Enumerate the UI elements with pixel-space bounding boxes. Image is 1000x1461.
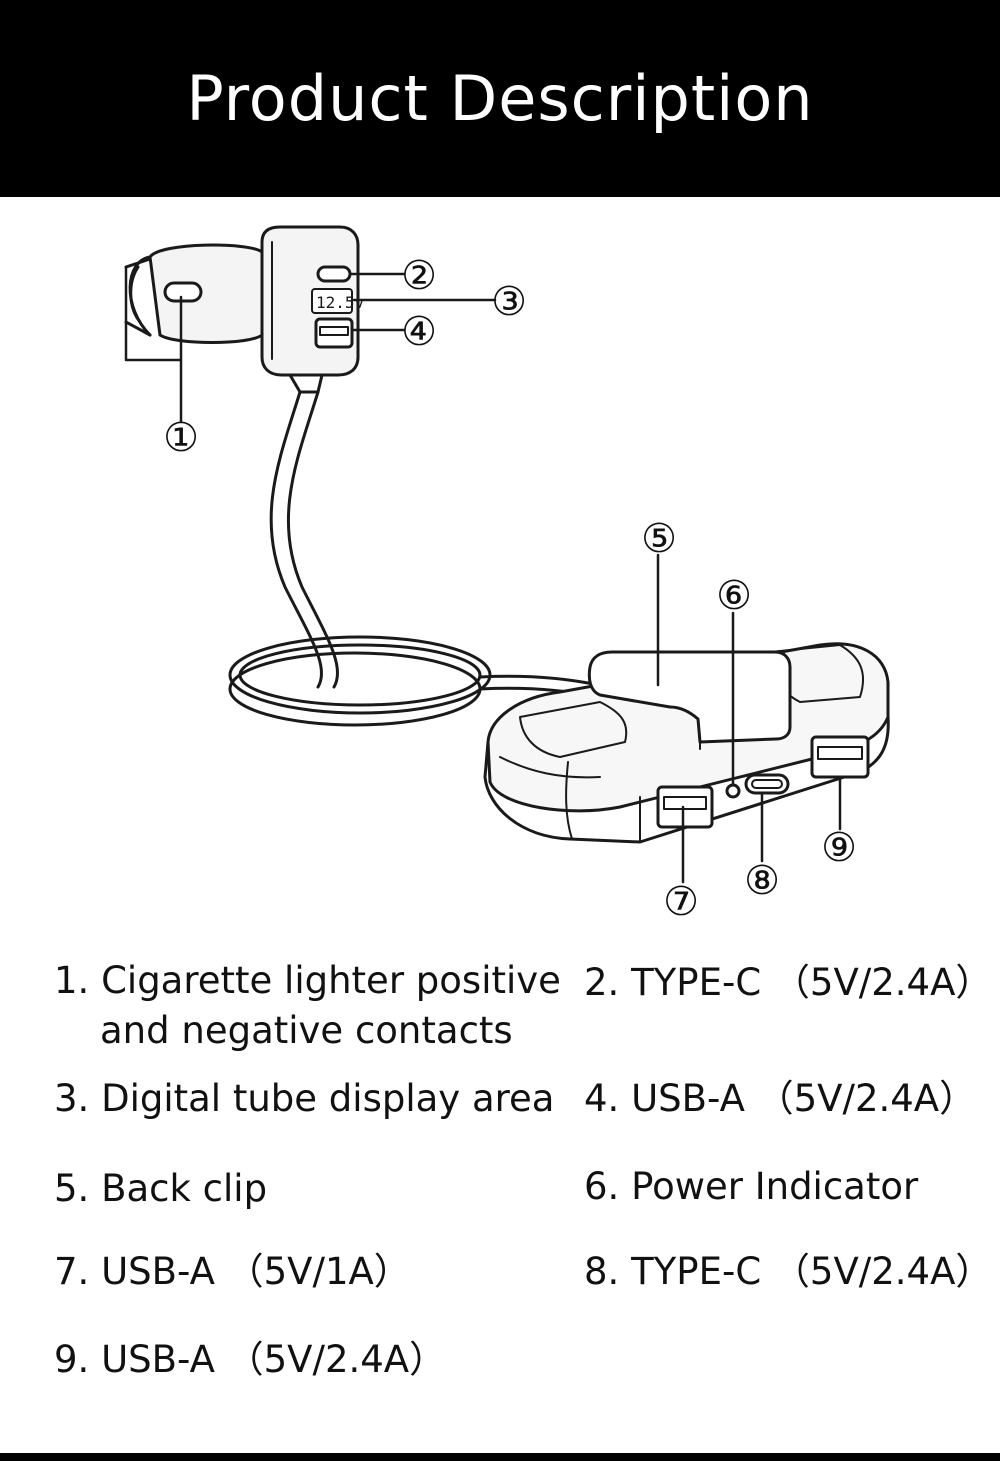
car-charger-plug: 12.5v bbox=[124, 225, 364, 394]
legend-text: TYPE-C （5V/2.4A） bbox=[631, 1250, 993, 1293]
legend-text-continued: and negative contacts bbox=[100, 1009, 513, 1052]
legend-number: 6. bbox=[584, 1165, 620, 1208]
car-charger-illustration: 12.5v bbox=[124, 225, 890, 925]
legend-text: TYPE-C （5V/2.4A） bbox=[631, 961, 993, 1004]
back-clip bbox=[587, 650, 792, 750]
legend-text: Cigarette lighter positive bbox=[101, 959, 561, 1002]
legend-number: 1. bbox=[54, 959, 90, 1002]
callout-1: ① bbox=[163, 415, 199, 461]
callout-8: ⑧ bbox=[744, 858, 780, 904]
callout-2: ② bbox=[401, 253, 437, 299]
legend-item-9: 9. USB-A （5V/2.4A） bbox=[54, 1335, 446, 1385]
legend-item-4: 4. USB-A （5V/2.4A） bbox=[584, 1074, 976, 1124]
legend-number: 4. bbox=[584, 1077, 620, 1120]
legend-number: 9. bbox=[54, 1338, 90, 1381]
bottom-divider bbox=[0, 1453, 1000, 1461]
page-title: Product Description bbox=[186, 62, 814, 135]
legend-item-8: 8. TYPE-C （5V/2.4A） bbox=[584, 1247, 992, 1297]
callout-9: ⑨ bbox=[821, 825, 857, 871]
charging-cable bbox=[228, 390, 600, 727]
legend-number: 2. bbox=[584, 961, 620, 1004]
display-readout: 12.5v bbox=[316, 293, 364, 312]
legend-text: Back clip bbox=[101, 1167, 268, 1210]
legend-text: USB-A （5V/2.4A） bbox=[101, 1338, 447, 1381]
legend-number: 3. bbox=[54, 1077, 90, 1120]
callout-7: ⑦ bbox=[663, 879, 699, 925]
legend-text: Digital tube display area bbox=[101, 1077, 555, 1120]
callout-6: ⑥ bbox=[716, 573, 752, 619]
legend-number: 7. bbox=[54, 1250, 90, 1293]
legend-item-5: 5. Back clip bbox=[54, 1164, 267, 1214]
legend-item-7: 7. USB-A （5V/1A） bbox=[54, 1247, 411, 1297]
legend-item-2: 2. TYPE-C （5V/2.4A） bbox=[584, 958, 992, 1008]
legend-text: USB-A （5V/2.4A） bbox=[631, 1077, 977, 1120]
callout-3: ③ bbox=[491, 279, 527, 325]
legend-text: USB-A （5V/1A） bbox=[101, 1250, 411, 1293]
product-diagram: 12.5v bbox=[0, 197, 1000, 937]
callout-4: ④ bbox=[401, 309, 437, 355]
legend-item-1: 1. Cigarette lighter positive and negati… bbox=[54, 956, 561, 1056]
legend-item-6: 6. Power Indicator bbox=[584, 1162, 918, 1212]
callout-1-leader bbox=[124, 265, 183, 424]
legend-text: Power Indicator bbox=[631, 1165, 919, 1208]
legend-number: 5. bbox=[54, 1167, 90, 1210]
callout-5: ⑤ bbox=[641, 516, 677, 562]
legend-number: 8. bbox=[584, 1250, 620, 1293]
header-banner: Product Description bbox=[0, 0, 1000, 197]
legend-item-3: 3. Digital tube display area bbox=[54, 1074, 554, 1124]
